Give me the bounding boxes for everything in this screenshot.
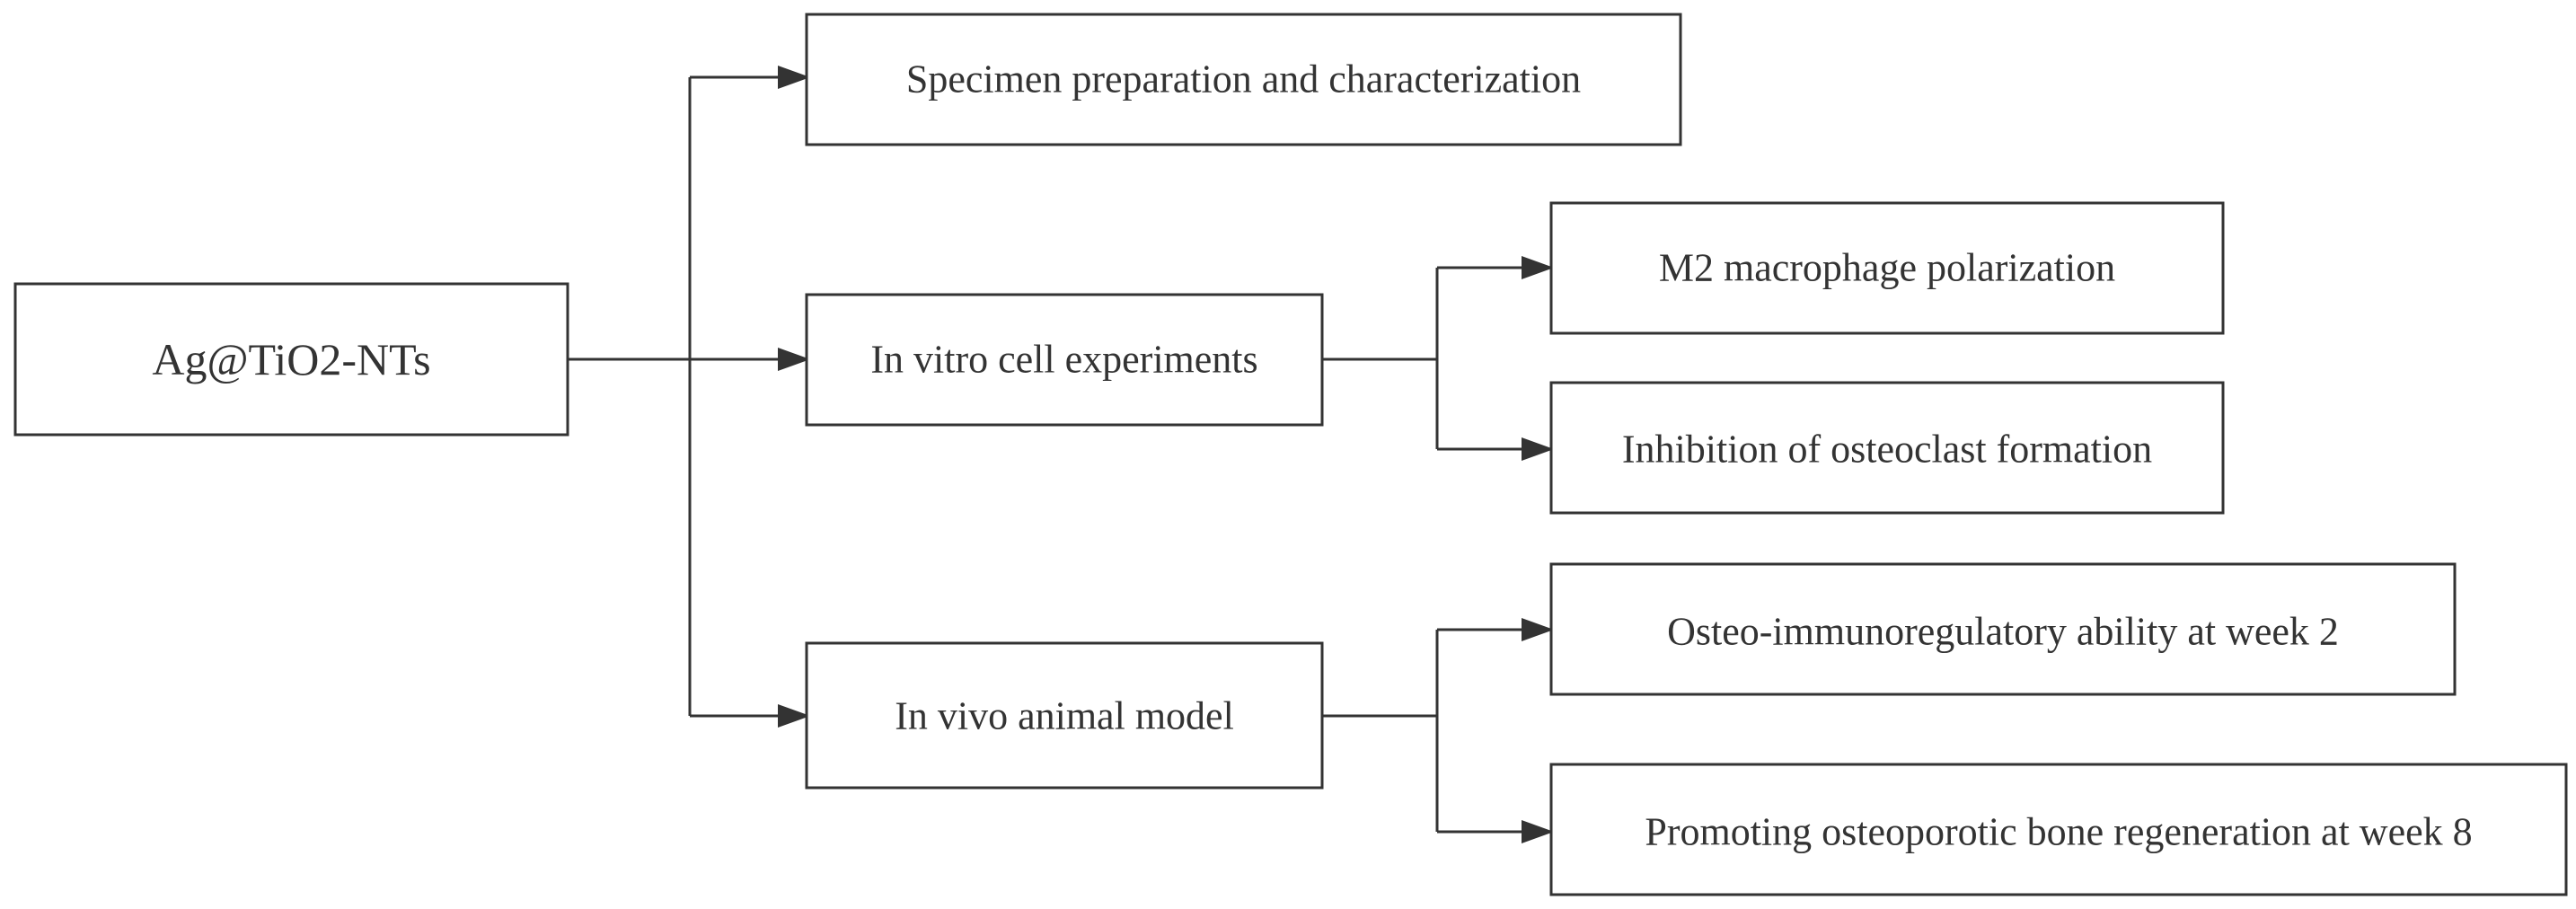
node-m2-macrophage-label: M2 macrophage polarization — [1659, 246, 2115, 290]
node-specimen-preparation-box — [805, 13, 1682, 146]
node-in-vitro: In vitro cell experiments — [805, 293, 1324, 427]
node-week-8-label: Promoting osteoporotic bone regeneration… — [1645, 810, 2472, 854]
node-root-box — [13, 282, 569, 437]
node-root: Ag@TiO2-NTs — [13, 282, 569, 437]
in-vivo-connectors — [1322, 618, 1554, 843]
root-connectors — [568, 66, 810, 728]
node-osteoclast-inhibition-label: Inhibition of osteoclast formation — [1622, 428, 2152, 472]
node-week-2: Osteo-immunoregulatory ability at week 2 — [1549, 562, 2457, 696]
node-specimen-preparation: Specimen preparation and characterizatio… — [805, 13, 1682, 146]
node-in-vitro-label: In vitro cell experiments — [870, 338, 1257, 382]
node-osteoclast-inhibition-box — [1549, 381, 2225, 515]
node-week-2-label: Osteo-immunoregulatory ability at week 2 — [1667, 610, 2339, 654]
node-root-label: Ag@TiO2-NTs — [152, 334, 430, 384]
node-in-vivo-label: In vivo animal model — [895, 694, 1234, 738]
node-specimen-preparation-label: Specimen preparation and characterizatio… — [906, 57, 1581, 101]
node-in-vivo-box — [805, 641, 1324, 790]
node-in-vitro-box — [805, 293, 1324, 427]
node-week-8: Promoting osteoporotic bone regeneration… — [1549, 763, 2568, 896]
node-week-2-box — [1549, 562, 2457, 696]
in-vitro-connectors — [1322, 256, 1554, 461]
node-osteoclast-inhibition: Inhibition of osteoclast formation — [1549, 381, 2225, 515]
node-in-vivo: In vivo animal model — [805, 641, 1324, 790]
node-week-8-box — [1549, 763, 2568, 896]
node-m2-macrophage-box — [1549, 201, 2225, 335]
node-m2-macrophage: M2 macrophage polarization — [1549, 201, 2225, 335]
